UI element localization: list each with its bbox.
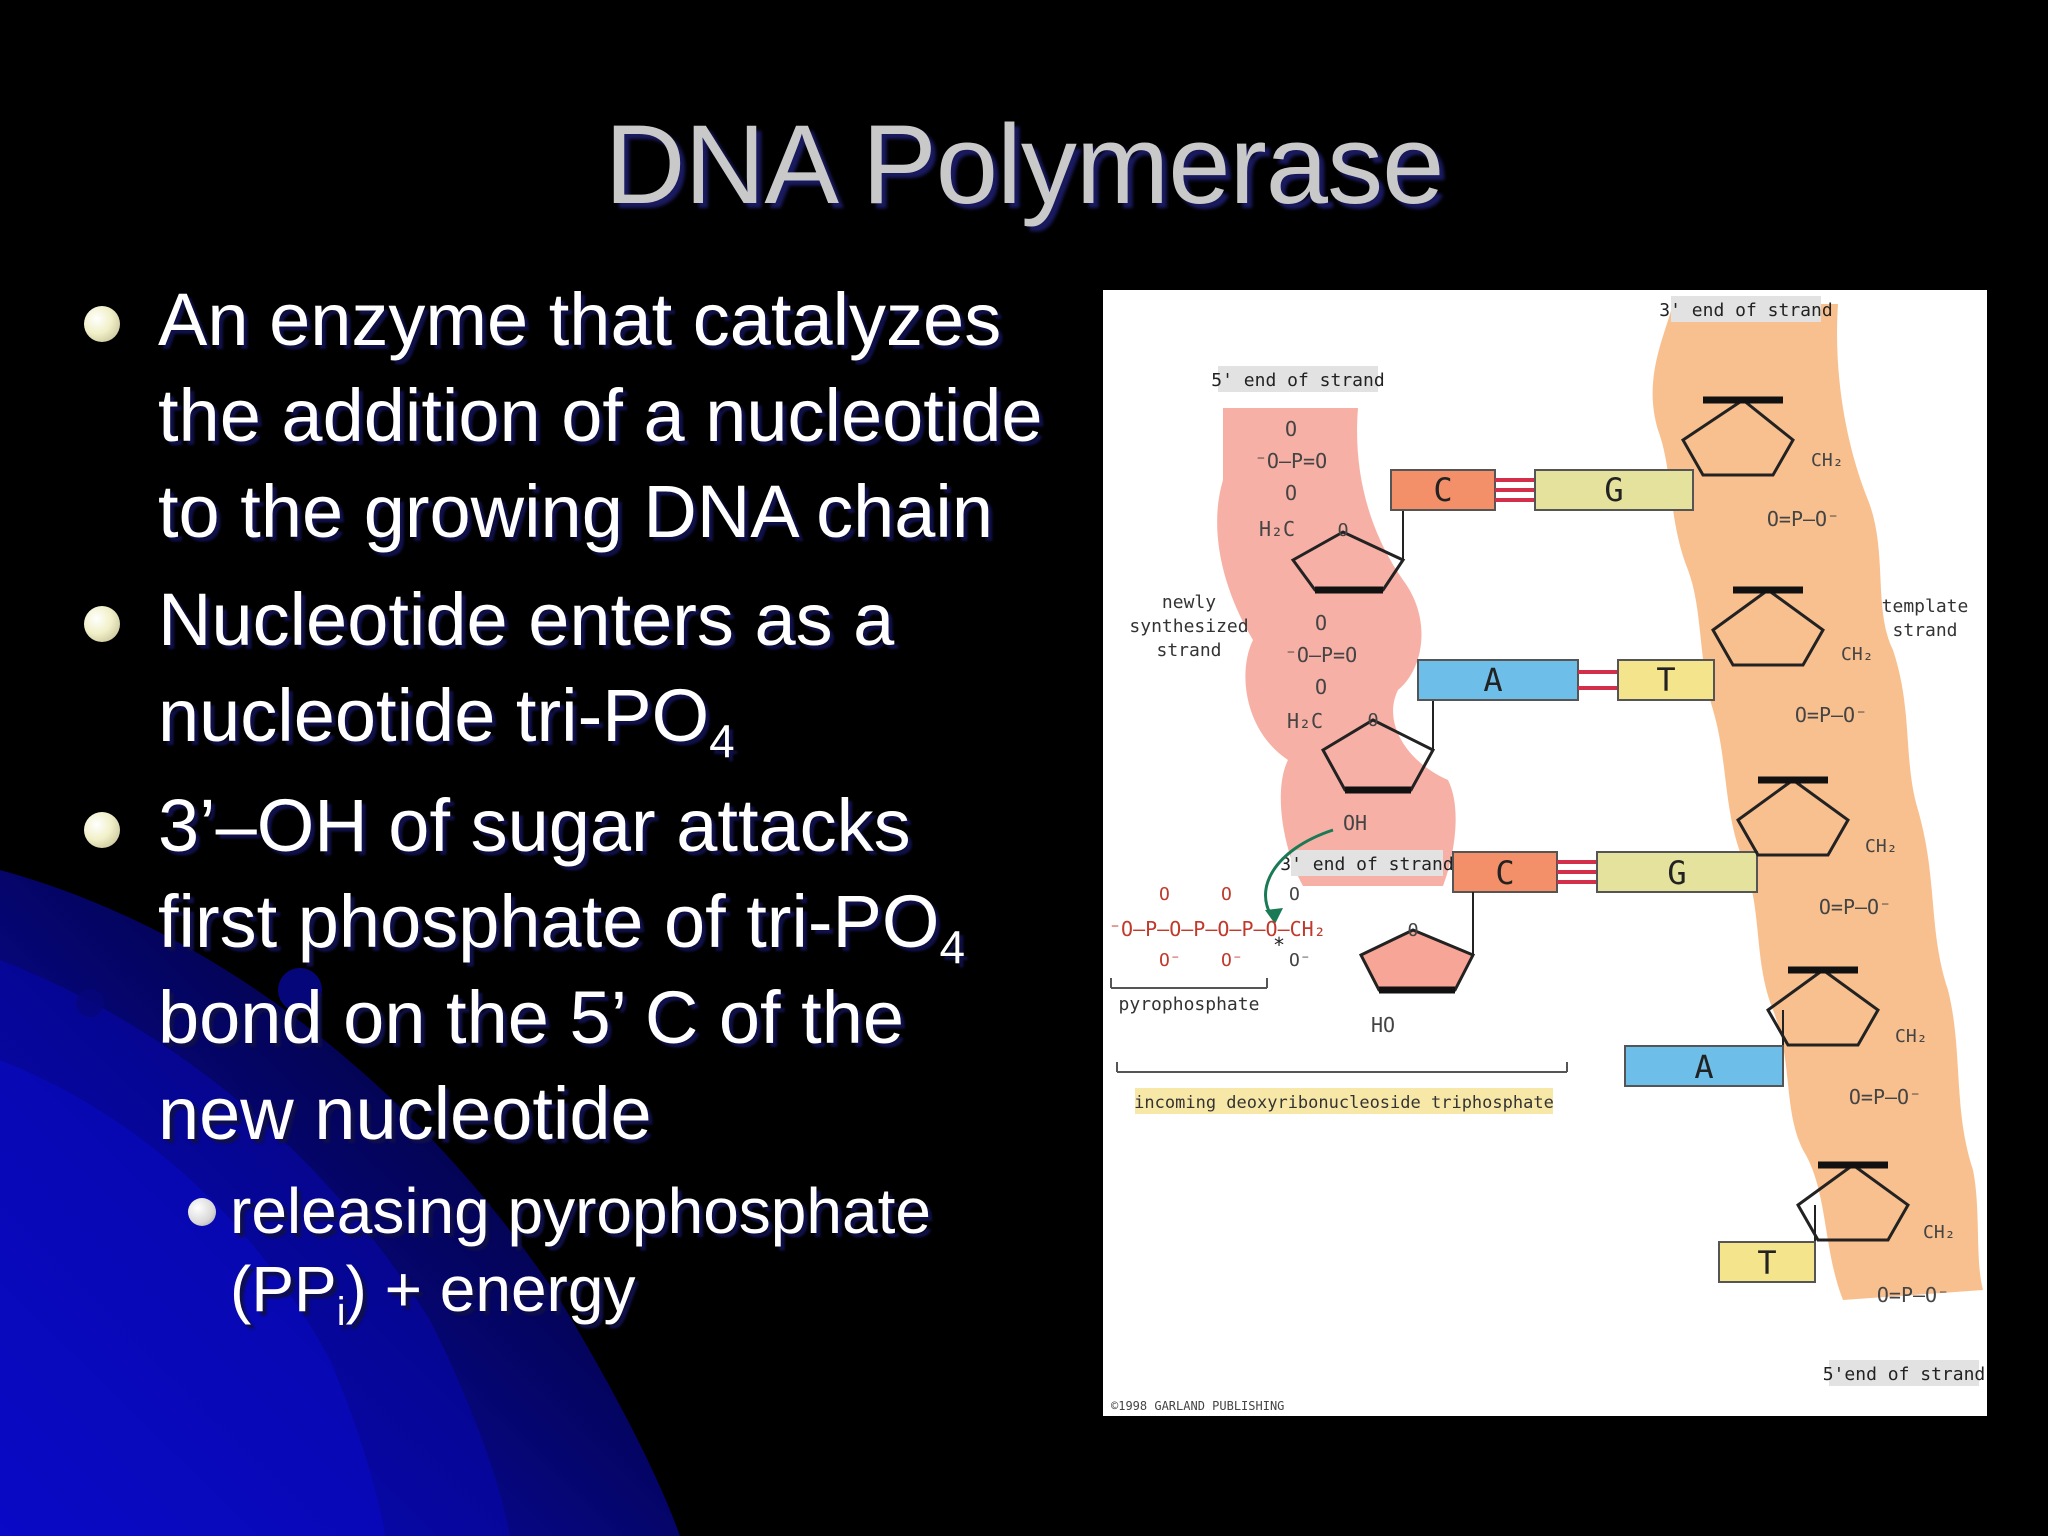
hydroxyl-label: OH [1343,811,1367,835]
template-sugar-ring [1766,968,1880,1047]
bullet-item: Nucleotide enters as a nucleotide tri-PO… [70,572,1050,764]
oxygen-label: O [1338,520,1349,541]
hydroxyl-label: HO [1371,1013,1395,1037]
label-5prime-end-top: 5' end of strand [1211,370,1384,391]
base-g-3: G [1667,854,1686,892]
sub-bullet-text-continued: ) + energy [345,1253,636,1325]
bullet-text: An enzyme that catalyzes the addition of… [158,278,1043,553]
phosphate-label: ⁻O–P=O [1255,449,1327,473]
sub-bullet-dot-icon [188,1198,216,1226]
attack-arrow [1264,828,1334,919]
sub-bullet-item: releasing pyrophosphate (PPi) + energy [70,1172,1050,1332]
base-a-2: A [1483,661,1502,699]
phosphate-label: ⁻O–P=O [1285,643,1357,667]
bullet-dot-icon [84,812,120,848]
base-t-5: T [1757,1244,1776,1282]
newly-synthesized-strand [1217,408,1456,886]
label-strand-right: strand [1892,620,1957,641]
ch2-label: CH₂ [1865,836,1898,857]
ch2-label: CH₂ [1923,1222,1956,1243]
bullet-text-continued: bond on the 5’ C of the new nucleotide [158,976,905,1155]
oxygen-label: O [1408,920,1419,941]
template-sugar-ring [1736,778,1850,857]
incoming-sugar-ring [1358,928,1476,992]
attack-site-star: * [1273,933,1285,957]
template-sugar-ring [1681,398,1795,477]
label-3prime-end-mid: 3' end of strand [1280,854,1453,875]
triphosphate-chain: ⁻O–P–O–P–O–P–O–CH₂ [1109,917,1326,941]
ch2-label: CH₂ [1811,450,1844,471]
template-sugar-ring [1711,588,1825,667]
oxygen-label: O [1289,884,1300,905]
ch2-label: CH₂ [1895,1026,1928,1047]
oxygen-label: O [1315,675,1327,699]
ch2-label: CH₂ [1841,644,1874,665]
oxygen-label: O [1221,884,1232,905]
base-g-1: G [1604,471,1623,509]
bullet-item: An enzyme that catalyzes the addition of… [70,272,1050,560]
phosphate-label: O=P–O⁻ [1795,703,1867,727]
phosphate-label: O=P–O⁻ [1819,895,1891,919]
oxygen-anion-label: O⁻ [1159,950,1181,971]
h2c-label: H₂C [1259,517,1295,541]
dna-polymerase-diagram: 3' end of strand 5' end of strand newly … [1103,290,1987,1416]
bullet-list: An enzyme that catalyzes the addition of… [70,272,1050,1392]
bullet-text: Nucleotide enters as a nucleotide tri-PO [158,578,895,757]
label-synthesized: synthesized [1129,616,1248,637]
sugar-ring [1320,718,1436,792]
label-5prime-end-bottom: 5'end of strand [1823,1364,1986,1385]
subscript: 4 [709,715,735,768]
oxygen-label: O [1285,417,1297,441]
oxygen-anion-label: O⁻ [1221,950,1243,971]
label-template: template [1882,596,1969,617]
phosphate-label: O=P–O⁻ [1849,1085,1921,1109]
oxygen-label: O [1315,611,1327,635]
oxygen-label: O [1368,710,1379,731]
bullet-item: 3’–OH of sugar attacks first phosphate o… [70,778,1050,1162]
base-c-1: C [1433,471,1452,509]
label-strand-left: strand [1156,640,1221,661]
copyright-label: ©1998 GARLAND PUBLISHING [1111,1399,1284,1413]
label-incoming-dntp: incoming deoxyribonucleoside triphosphat… [1134,1093,1554,1113]
base-c-3: C [1495,854,1514,892]
bullet-dot-icon [84,606,120,642]
h2c-label: H₂C [1287,709,1323,733]
bullet-text: 3’–OH of sugar attacks first phosphate o… [158,784,940,963]
base-t-2: T [1656,661,1675,699]
phosphate-label: O=P–O⁻ [1767,507,1839,531]
bullet-dot-icon [84,306,120,342]
label-newly: newly [1162,592,1216,613]
template-strand [1652,304,1983,1300]
sub-bullet-text: releasing pyrophosphate (PP [230,1175,931,1325]
phosphate-label: O=P–O⁻ [1877,1283,1949,1307]
base-a-4: A [1694,1048,1713,1086]
oxygen-anion-label: O⁻ [1289,950,1311,971]
oxygen-label: O [1159,884,1170,905]
oxygen-label: O [1285,481,1297,505]
subscript: 4 [939,921,965,974]
label-3prime-end-top: 3' end of strand [1659,300,1832,321]
label-pyrophosphate: pyrophosphate [1119,994,1260,1015]
slide-title: DNA Polymerase [604,102,1445,227]
subscript: i [336,1289,346,1334]
sugar-ring [1290,530,1406,592]
